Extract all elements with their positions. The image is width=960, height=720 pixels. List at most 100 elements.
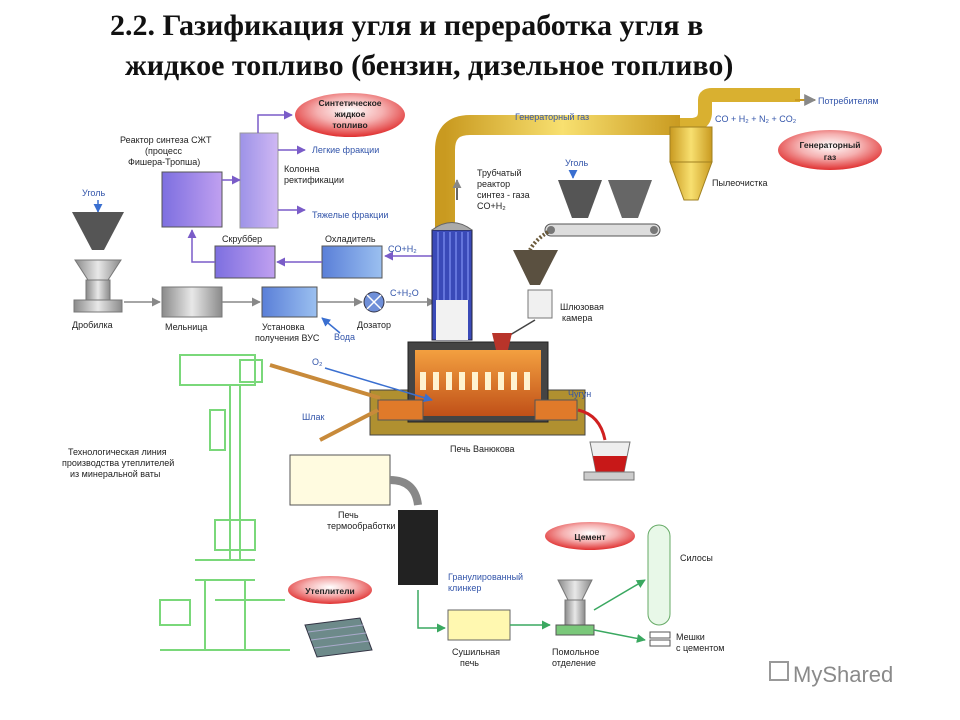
doser	[363, 291, 385, 313]
arrow-to-silos	[593, 579, 646, 611]
label-drying-l1: Сушильная	[452, 647, 500, 657]
watermark: MyShared	[769, 661, 893, 687]
label-consumers: Потребителям	[818, 96, 879, 106]
coal-hopper-top-2	[608, 180, 652, 218]
label-column-l1: Колонна	[284, 164, 319, 174]
label-slag: Шлак	[302, 412, 325, 422]
arrow-water	[321, 317, 341, 334]
label-cast-iron: Чугун	[568, 389, 591, 399]
oval-synthetic-fuel-l3: топливо	[332, 120, 367, 130]
scrubber	[214, 245, 276, 279]
mill	[161, 286, 223, 318]
oval-cement-label: Цемент	[574, 532, 605, 542]
label-tube-reactor-l4: CO+H₂	[477, 201, 506, 211]
label-lock-chamber-l1: Шлюзовая	[560, 302, 604, 312]
label-scrubber: Скруббер	[222, 234, 262, 244]
label-granulated-clinker-l2: клинкер	[448, 583, 481, 593]
label-fischer-tropsch-l1: Реактор синтеза СЖТ	[120, 135, 212, 145]
arrow-o2	[324, 367, 433, 402]
label-coal-left: Уголь	[82, 188, 105, 198]
label-vus-l2: получения ВУС	[255, 333, 320, 343]
label-crusher: Дробилка	[72, 320, 113, 330]
label-fischer-tropsch-l3: Фишера-Тропша)	[128, 157, 200, 167]
oval-insulation: Утеплители	[288, 576, 372, 604]
label-coal-top: Уголь	[565, 158, 588, 168]
slag-to-wool-line	[269, 363, 381, 400]
label-tube-reactor-l1: Трубчатый	[477, 168, 521, 178]
lock-hopper	[513, 250, 558, 285]
gas-to-consumers-pipe	[680, 88, 800, 132]
heat-treatment-furnace	[289, 454, 391, 506]
arrow-scrubber-to-reactor	[187, 229, 215, 263]
label-tube-reactor-l2: реактор	[477, 179, 510, 189]
label-heat-furnace-l2: термообработки	[327, 521, 395, 531]
label-bags-l1: Мешки	[676, 632, 705, 642]
cement-bags	[649, 631, 671, 647]
label-vus-l1: Установка	[262, 322, 305, 332]
label-doser: Дозатор	[357, 320, 391, 330]
cooler	[321, 245, 383, 279]
crusher	[73, 259, 123, 313]
title-line-1: 2.2. Газификация угля и переработка угля…	[110, 9, 704, 42]
label-heavy-fractions: Тяжелые фракции	[312, 210, 388, 220]
arrow-to-synthetic-fuel	[257, 110, 293, 133]
label-c-h2o: C+H₂O	[390, 288, 419, 298]
insulation-panels	[304, 617, 373, 658]
label-fischer-tropsch-l2: (процесс	[145, 146, 182, 156]
oval-synthetic-fuel-l2: жидкое	[334, 109, 366, 119]
label-cooler: Охладитель	[325, 234, 376, 244]
generator-gas-pipe	[435, 115, 680, 235]
label-bags-l2: с цементом	[676, 643, 724, 653]
oval-generator-gas: Генераторный газ	[778, 130, 882, 170]
label-grinding-l1: Помольное	[552, 647, 599, 657]
coal-hopper-top-1	[558, 180, 602, 218]
watermark-text: MyShared	[793, 662, 893, 687]
label-gas-composition: CO + H₂ + N₂ + CO₂	[715, 114, 797, 124]
oval-synthetic-fuel: Синтетическое жидкое топливо	[295, 93, 405, 137]
coal-falling	[528, 230, 550, 251]
label-tech-line-l2: производства утеплителей	[62, 458, 174, 468]
label-lock-chamber-l2: камера	[562, 313, 592, 323]
label-co-h2-left: CO+H₂	[388, 244, 417, 254]
label-mill: Мельница	[165, 322, 207, 332]
dust-cyclone	[669, 126, 713, 201]
conveyor	[544, 223, 661, 237]
vus-unit	[261, 286, 318, 318]
mineral-wool-line	[159, 354, 290, 651]
lock-to-furnace	[509, 319, 536, 336]
label-tube-reactor-l3: синтез - газа	[477, 190, 530, 200]
label-dust-cleaning: Пылеочистка	[712, 178, 767, 188]
drying-furnace	[447, 609, 511, 641]
label-vanyukov-furnace: Печь Ванюкова	[450, 444, 515, 454]
label-light-fractions: Легкие фракции	[312, 145, 379, 155]
label-tech-line-l3: из минеральной ваты	[70, 469, 160, 479]
arrow-clinker-to-dryer	[417, 590, 446, 633]
label-silos: Силосы	[680, 553, 713, 563]
fischer-tropsch-reactor	[161, 171, 223, 228]
label-tech-line-l1: Технологическая линия	[68, 447, 167, 457]
label-granulated-clinker-l1: Гранулированный	[448, 572, 523, 582]
oval-generator-gas-l1: Генераторный	[800, 140, 861, 150]
label-column-l2: ректификации	[284, 175, 344, 185]
tube-reactor	[431, 222, 473, 341]
label-water: Вода	[334, 332, 355, 342]
oval-generator-gas-l2: газ	[824, 152, 837, 162]
silo	[647, 524, 671, 626]
title-line-2: жидкое топливо (бензин, дизельное топлив…	[125, 49, 734, 82]
oval-cement: Цемент	[545, 522, 635, 550]
lock-chamber	[527, 289, 553, 319]
slag-chute	[319, 408, 379, 442]
oval-insulation-label: Утеплители	[305, 586, 354, 596]
label-generator-gas-line: Генераторный газ	[515, 112, 589, 122]
rectification-column	[239, 132, 279, 229]
label-heat-furnace-l1: Печь	[338, 510, 359, 520]
vanyukov-furnace	[369, 333, 586, 436]
cast-iron-stream	[577, 408, 607, 441]
label-o2: O₂	[312, 357, 323, 367]
grinding-unit	[555, 579, 595, 636]
oval-synthetic-fuel-l1: Синтетическое	[318, 98, 381, 108]
arrow-to-bags	[593, 629, 646, 643]
granulated-clinker-pile	[398, 510, 438, 585]
label-drying-l2: печь	[460, 658, 479, 668]
